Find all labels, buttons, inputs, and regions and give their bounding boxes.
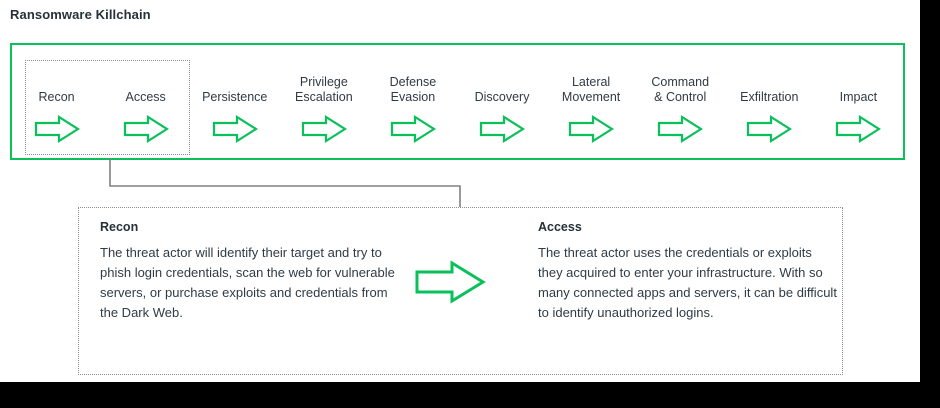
right-arrow-outline-icon [479, 115, 526, 143]
stage-label: Exfiltration [740, 90, 799, 104]
killchain-focus-box [25, 60, 190, 155]
detail-panel-access: Access The threat actor uses the credent… [538, 207, 838, 323]
right-arrow-outline-icon [212, 115, 258, 143]
stage-label: Impact [839, 90, 878, 104]
stage-lateral-movement[interactable]: Lateral Movement [547, 45, 636, 158]
stage-command-and-control[interactable]: Command & Control [636, 45, 725, 158]
right-arrow-outline-icon [390, 115, 436, 143]
detail-panel-body: The threat actor uses the credentials or… [538, 245, 837, 320]
stage-exfiltration[interactable]: Exfiltration [725, 45, 814, 158]
detail-panel-content: Recon The threat actor will identify the… [78, 207, 843, 375]
stage-label: Lateral Movement [561, 75, 621, 104]
killchain-frame [10, 43, 905, 160]
stage-discovery[interactable]: Discovery [457, 45, 546, 158]
stage-label: Access [125, 90, 166, 104]
page-title: Ransomware Killchain [10, 7, 151, 22]
stage-label: Recon [38, 90, 75, 104]
detail-panel-title: Access [538, 220, 582, 234]
right-arrow-outline-icon [747, 115, 793, 143]
right-arrow-outline-icon [415, 260, 486, 304]
detail-panel-title: Recon [100, 220, 139, 234]
killchain-stage-list: Recon Access Persistence Privilege Escal… [12, 45, 903, 158]
right-arrow-outline-icon [123, 115, 169, 143]
stage-label: Defense Evasion [389, 75, 437, 104]
stage-recon[interactable]: Recon [12, 45, 101, 158]
stage-access[interactable]: Access [101, 45, 190, 158]
stage-label: Privilege Escalation [294, 75, 353, 104]
detail-panel-box [78, 207, 843, 375]
right-arrow-outline-icon [301, 115, 347, 143]
detail-panel-body: The threat actor will identify their tar… [100, 245, 395, 320]
right-arrow-outline-icon [658, 115, 704, 143]
detail-arrow-wrap [400, 207, 500, 305]
right-arrow-outline-icon [569, 115, 615, 143]
stage-label: Discovery [474, 90, 530, 104]
stage-defense-evasion[interactable]: Defense Evasion [368, 45, 457, 158]
stage-impact[interactable]: Impact [814, 45, 903, 158]
stage-label: Command & Control [651, 75, 710, 104]
right-arrow-outline-icon [836, 115, 882, 143]
right-arrow-outline-icon [34, 115, 80, 143]
diagram-canvas: Ransomware Killchain Recon Access Persis… [0, 0, 920, 382]
stage-persistence[interactable]: Persistence [190, 45, 279, 158]
stage-privilege-escalation[interactable]: Privilege Escalation [279, 45, 368, 158]
detail-panel-recon: Recon The threat actor will identify the… [100, 207, 400, 323]
stage-label: Persistence [202, 90, 268, 104]
